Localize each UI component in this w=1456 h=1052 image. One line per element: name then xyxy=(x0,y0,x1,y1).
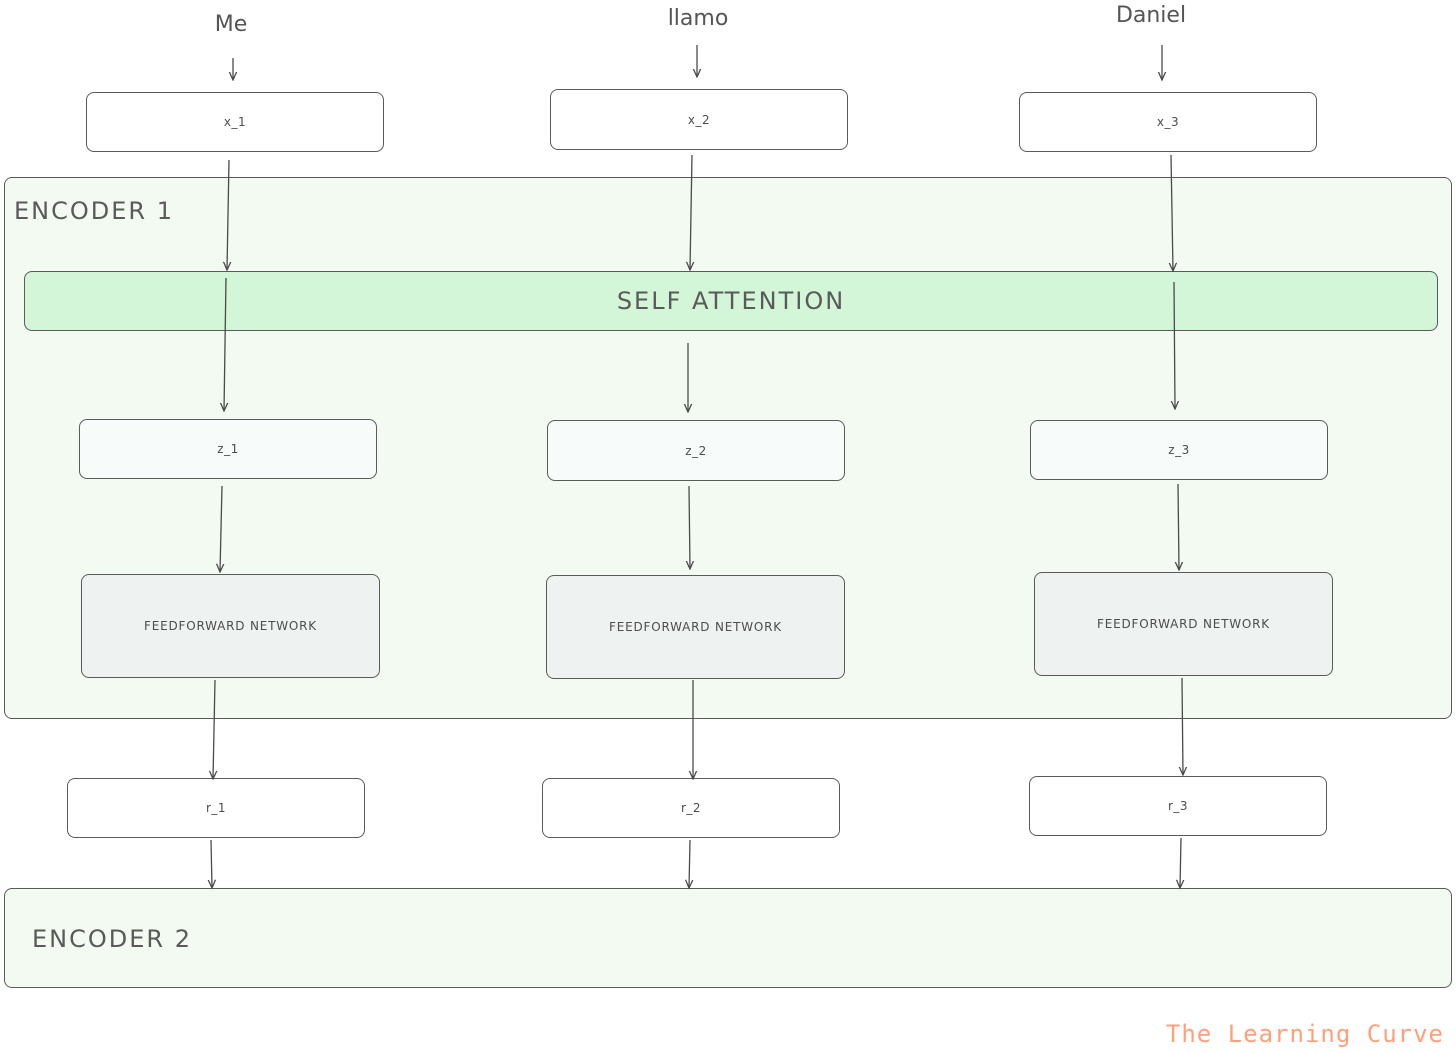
output-label: r_3 xyxy=(1167,799,1189,813)
embedding-label: x_3 xyxy=(1156,115,1180,129)
feedforward-label: FEEDFORWARD NETWORK xyxy=(144,619,317,633)
input-word-2: llamo xyxy=(667,6,729,31)
output-label: r_2 xyxy=(680,801,702,815)
self-attention-label: SELF ATTENTION xyxy=(616,287,846,315)
output-box-r2: r_2 xyxy=(542,778,840,838)
z-box-1: z_1 xyxy=(79,419,377,479)
arrow-r3-to-encoder2 xyxy=(1180,837,1181,888)
arrow-attention-to-z3 xyxy=(1174,281,1175,409)
arrow-r1-to-encoder2 xyxy=(211,839,212,888)
z-box-2: z_2 xyxy=(547,420,845,481)
feedforward-label: FEEDFORWARD NETWORK xyxy=(1097,617,1270,631)
z-label: z_3 xyxy=(1168,443,1190,457)
brand-watermark: The Learning Curve xyxy=(1165,1020,1444,1048)
encoder-2-title: ENCODER 2 xyxy=(32,925,192,953)
z-label: z_1 xyxy=(217,442,239,456)
arrow-z2-to-ffn2 xyxy=(689,485,690,569)
arrow-x3-to-attention xyxy=(1171,154,1173,271)
encoder-1-title: ENCODER 1 xyxy=(14,197,174,225)
input-word-3: Daniel xyxy=(1115,3,1187,28)
embedding-box-x3: x_3 xyxy=(1019,92,1317,152)
output-box-r3: r_3 xyxy=(1029,776,1327,836)
embedding-box-x1: x_1 xyxy=(86,92,384,152)
encoder-2-container xyxy=(4,888,1452,988)
feedforward-network-box-3: FEEDFORWARD NETWORK xyxy=(1034,572,1333,676)
arrow-attention-to-z1 xyxy=(224,277,226,411)
output-label: r_1 xyxy=(205,801,227,815)
arrow-x2-to-attention xyxy=(690,154,692,270)
arrow-r2-to-encoder2 xyxy=(689,839,690,888)
arrow-z1-to-ffn1 xyxy=(220,485,222,572)
feedforward-label: FEEDFORWARD NETWORK xyxy=(609,620,782,634)
feedforward-network-box-1: FEEDFORWARD NETWORK xyxy=(81,574,380,678)
z-box-3: z_3 xyxy=(1030,420,1328,480)
arrow-ffn3-to-r3 xyxy=(1182,677,1183,775)
self-attention-layer: SELF ATTENTION xyxy=(24,271,1438,331)
arrow-x1-to-attention xyxy=(227,159,229,270)
feedforward-network-box-2: FEEDFORWARD NETWORK xyxy=(546,575,845,679)
z-label: z_2 xyxy=(685,443,707,458)
embedding-box-x2: x_2 xyxy=(550,89,848,150)
embedding-label: x_2 xyxy=(687,112,711,127)
arrow-z3-to-ffn3 xyxy=(1178,483,1179,570)
input-word-1: Me xyxy=(214,12,248,37)
embedding-label: x_1 xyxy=(223,115,247,129)
arrow-ffn1-to-r1 xyxy=(213,679,215,779)
